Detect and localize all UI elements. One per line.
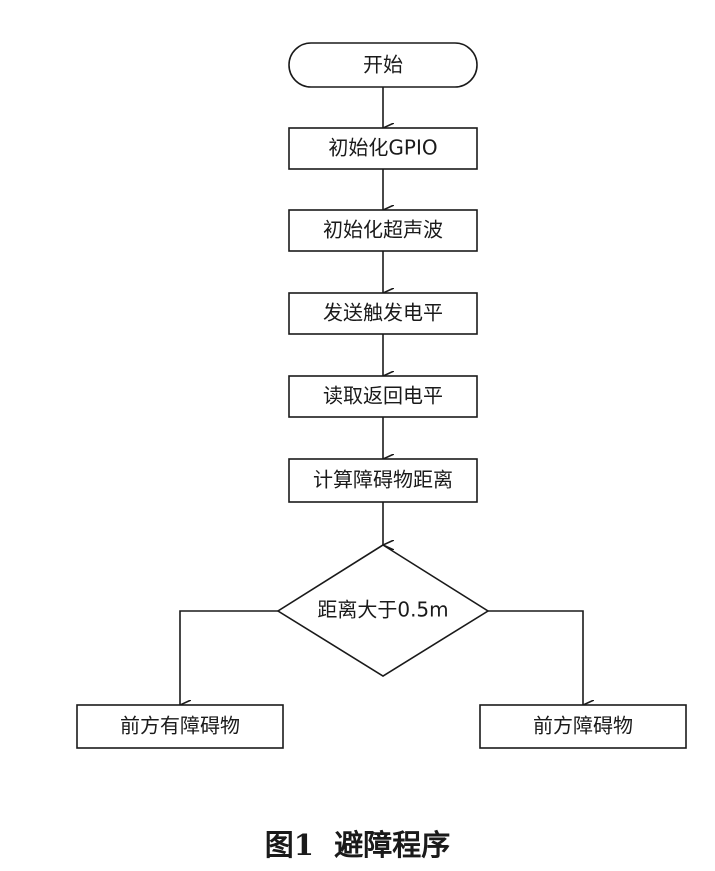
terminal-start-shape xyxy=(288,42,478,88)
process-init-ultrasonic-shape xyxy=(288,209,478,252)
process-calc-distance-shape xyxy=(288,458,478,503)
nodes xyxy=(76,42,687,749)
obstacle-front-label: 前方障碍物 xyxy=(533,714,633,738)
process-send-trigger-shape xyxy=(288,292,478,335)
edge-decision-to-obstacle-ahead xyxy=(180,610,278,705)
calc-distance-label: 计算障碍物距离 xyxy=(313,468,453,492)
init-gpio-label: 初始化GPIO xyxy=(328,136,437,160)
process-obstacle-front-shape xyxy=(479,704,687,749)
init-ultrasonic-label: 初始化超声波 xyxy=(323,218,443,242)
figure-number: 图1 xyxy=(264,828,314,862)
read-echo-label: 读取返回电平 xyxy=(323,384,443,408)
start-label: 开始 xyxy=(363,53,403,77)
figure-title: 避障程序 xyxy=(334,828,451,862)
edge-decision-to-obstacle-front xyxy=(488,610,583,705)
process-obstacle-ahead-shape xyxy=(76,704,284,749)
flowchart-diagram: 开始 初始化GPIO 初始化超声波 发送触发电平 读取返回电平 计算障碍物距离 … xyxy=(76,42,687,749)
connectors xyxy=(180,87,583,705)
send-trigger-label: 发送触发电平 xyxy=(323,301,443,325)
decision-shape xyxy=(276,544,490,677)
process-read-echo-shape xyxy=(288,375,478,418)
decision-label: 距离大于0.5m xyxy=(317,598,448,622)
obstacle-ahead-label: 前方有障碍物 xyxy=(120,714,240,738)
process-init-gpio-shape xyxy=(288,127,478,170)
figure-caption: 图1 避障程序 xyxy=(0,822,715,864)
node-labels: 开始 初始化GPIO 初始化超声波 发送触发电平 读取返回电平 计算障碍物距离 … xyxy=(120,53,633,738)
